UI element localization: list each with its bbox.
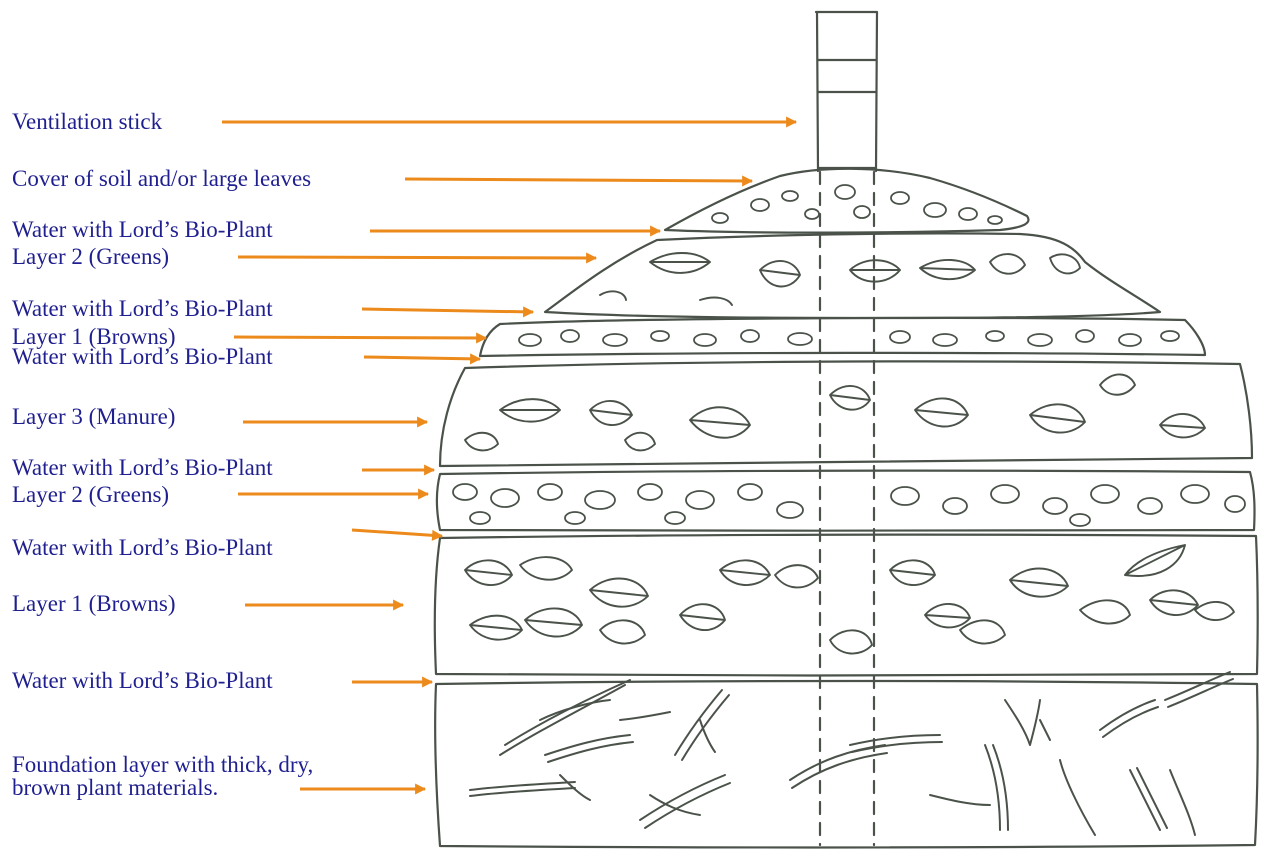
label-layer3-manure: Layer 3 (Manure) [12,405,175,429]
greens-top-layer-outline [545,233,1160,318]
greens-layer-outline [437,471,1255,531]
label-foundation-line2: brown plant materials. [12,776,218,800]
label-layer1-browns: Layer 1 (Browns) [12,592,176,616]
label-water-1: Water with Lord’s Bio-Plant [12,218,273,242]
label-water-5: Water with Lord’s Bio-Plant [12,536,273,560]
arrow-layer2-greens-top [238,257,596,258]
label-cover: Cover of soil and/or large leaves [12,167,311,191]
label-layer2-greens-top: Layer 2 (Greens) [12,245,169,269]
label-foundation-line1: Foundation layer with thick, dry, [12,753,313,777]
label-water-2: Water with Lord’s Bio-Plant [12,297,273,321]
ventilation-stick-outline [816,12,877,171]
label-layer2-greens: Layer 2 (Greens) [12,483,169,507]
label-water-3: Water with Lord’s Bio-Plant [12,345,273,369]
arrow-water-2 [362,309,533,312]
label-water-4: Water with Lord’s Bio-Plant [12,456,273,480]
arrow-water-3 [364,357,480,359]
browns-top-layer-outline [480,318,1205,356]
label-water-6: Water with Lord’s Bio-Plant [12,669,273,693]
arrow-layer1-browns-top [234,337,486,338]
arrow-cover [405,179,752,181]
arrow-water-5 [352,530,442,536]
browns-layer-outline [435,535,1258,676]
foundation-layer-outline [435,681,1257,847]
label-ventilation-stick: Ventilation stick [12,110,162,134]
